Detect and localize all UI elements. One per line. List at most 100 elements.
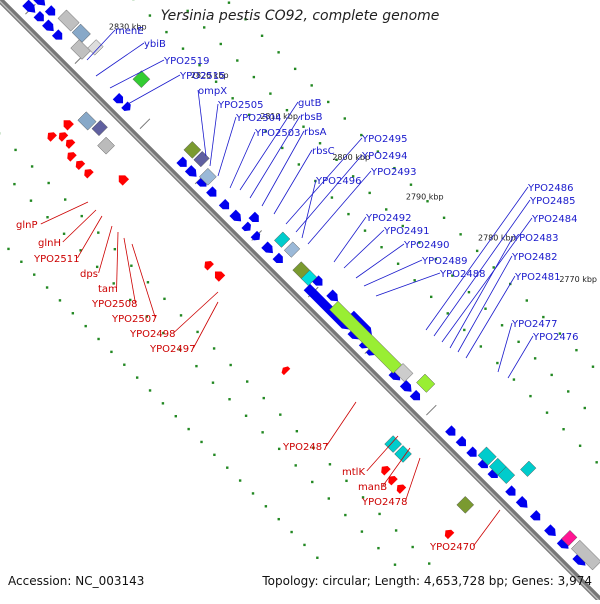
ring-dot [81,215,83,217]
ring-dot [236,59,238,61]
leader-line [173,292,218,333]
gene-box [274,232,290,248]
leader-line [230,132,255,188]
ring-dot [493,266,495,268]
ring-dot [20,261,22,263]
forward-gene-arrow [219,199,229,209]
ring-dot [226,466,228,468]
ring-dot [562,428,564,430]
leader-line [302,180,316,238]
reverse-gene-arrow [445,530,454,539]
ring-dot [328,497,330,499]
ring-dot [592,366,594,368]
forward-gene-arrow [273,253,283,263]
forward-gene-arrow [241,222,250,231]
leader-line [63,210,96,242]
leader-line [218,117,236,176]
ring-dot [31,165,33,167]
leader-line [210,104,218,166]
reverse-gene-label: glnH [38,238,61,249]
ring-dot [480,345,482,347]
scale-label: 2770 kbp [559,275,597,284]
ring-dot [220,43,222,45]
ring-dot [213,347,215,349]
ring-dot [459,233,461,235]
leader-line [117,232,118,288]
ring-dot [180,314,182,316]
ring-dot [147,281,149,283]
gene-box [284,242,300,258]
forward-gene-arrow [456,436,466,446]
reverse-gene-label: mtlK [342,467,365,478]
ring-dot [331,196,333,198]
ring-dot [443,217,445,219]
forward-gene-label: YPO2482 [511,252,557,263]
ring-dot [13,183,15,185]
leader-line [124,238,135,303]
forward-gene-label: YPO2489 [421,256,467,267]
ring-dot [344,514,346,516]
ring-dot [245,415,247,417]
ring-dot [575,349,577,351]
reverse-gene-label: tam [98,284,118,295]
leader-line [110,60,164,88]
leader-line [334,217,366,262]
ring-dot [411,546,413,548]
reverse-gene-label: YPO2470 [429,542,475,553]
leader-line [198,90,206,156]
forward-gene-arrow [530,510,540,520]
reverse-gene-arrow [66,139,75,148]
ring-dot [252,492,254,494]
ring-dot [303,544,305,546]
ring-dot [546,411,548,413]
leader-line [356,244,404,278]
forward-gene-arrow [249,212,259,222]
ring-dot [542,316,544,318]
reverse-gene-arrow [215,272,225,282]
ring-dot [64,198,66,200]
ring-dot [228,1,230,3]
gene-box [71,40,91,60]
ring-dot [212,381,214,383]
reverse-gene-arrow [47,132,56,141]
genome-stats-text: Topology: circular; Length: 4,653,728 bp… [262,574,592,588]
leader-line [326,402,356,446]
forward-gene-label: YPO2493 [370,167,416,178]
ring-dot [584,407,586,409]
ring-dot [413,279,415,281]
forward-gene-label: YPO2490 [403,240,449,251]
ring-dot [377,547,379,549]
ring-dot [476,250,478,252]
ring-dot [277,51,279,53]
ring-dot [46,216,48,218]
ring-dot [394,563,396,565]
leader-line [508,336,533,378]
ring-dot [165,31,167,33]
gene-box [88,40,104,56]
forward-gene-label: YPO2486 [527,183,573,194]
forward-gene-arrow [445,425,455,435]
ring-dot [130,265,132,267]
ring-dot [397,263,399,265]
forward-gene-label: YPO2476 [532,332,578,343]
reverse-gene-arrow [64,120,74,130]
ring-dot [294,68,296,70]
forward-gene-label: YPO2515 [179,71,225,82]
ring-dot [295,464,297,466]
forward-gene-label: gutB [298,98,322,109]
forward-gene-arrow [206,186,216,196]
ring-dot [163,298,165,300]
ring-dot [534,357,536,359]
forward-gene-arrow [176,157,186,167]
ring-dot [368,192,370,194]
forward-gene-label: YPO2484 [531,214,577,225]
leader-line [274,150,312,214]
gene-box [520,461,536,477]
reverse-gene-label: dps [80,269,98,280]
ring-dot [59,299,61,301]
reverse-gene-arrow [67,152,76,161]
ring-dot [364,229,366,231]
ring-dot [347,213,349,215]
